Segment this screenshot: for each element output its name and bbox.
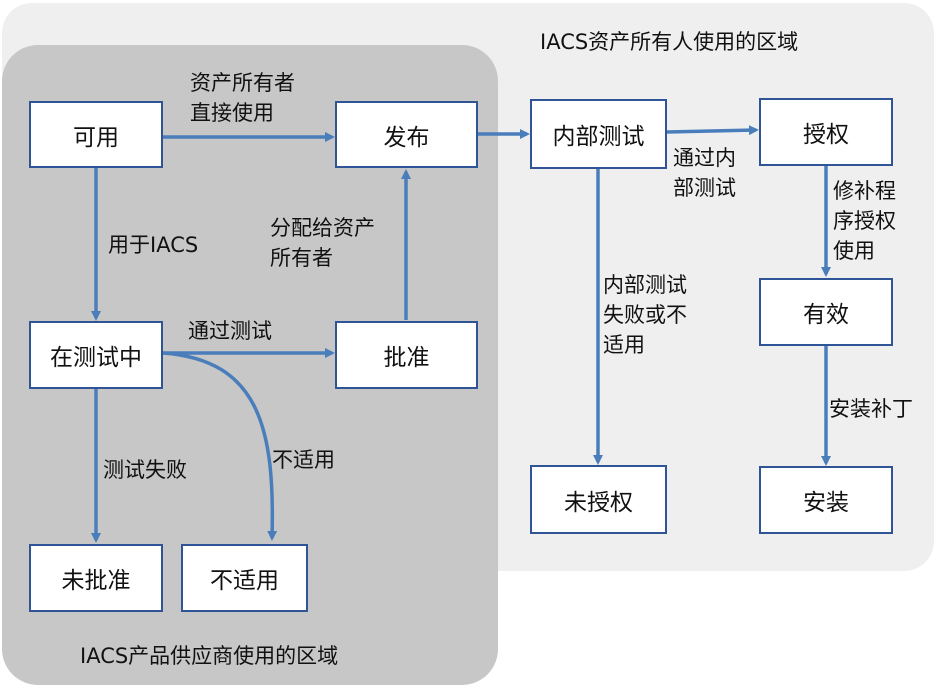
label-pass-internal-test: 通过内 部测试 bbox=[673, 146, 736, 200]
node-authorize: 授权 bbox=[759, 98, 893, 166]
node-approved: 批准 bbox=[335, 321, 478, 389]
node-not-approved: 未批准 bbox=[29, 544, 163, 612]
label-owner-direct-use: 资产所有者 直接使用 bbox=[190, 71, 295, 125]
node-publish: 发布 bbox=[335, 101, 478, 168]
node-valid: 有效 bbox=[759, 278, 893, 346]
label-test-failed: 测试失败 bbox=[103, 458, 187, 482]
edge-in-test-to-not-applicable bbox=[162, 351, 278, 541]
product-vendor-region-label: IACS产品供应商使用的区域 bbox=[80, 644, 339, 668]
node-install: 安装 bbox=[759, 466, 893, 534]
node-in-test: 在测试中 bbox=[29, 321, 163, 389]
asset-owner-region-label: IACS资产所有人使用的区域 bbox=[540, 30, 799, 54]
node-available: 可用 bbox=[29, 101, 163, 168]
label-internal-fail: 内部测试 失败或不 适用 bbox=[603, 273, 687, 357]
node-internal-test: 内部测试 bbox=[530, 99, 667, 169]
label-for-iacs: 用于IACS bbox=[108, 233, 199, 257]
edge-internal-test-to-authorize bbox=[666, 125, 759, 136]
node-unauthorized: 未授权 bbox=[530, 465, 667, 534]
node-not-applicable: 不适用 bbox=[181, 544, 308, 612]
label-assign-to-owner: 分配给资产 所有者 bbox=[270, 216, 375, 270]
label-install-patch: 安装补丁 bbox=[829, 397, 913, 421]
label-patch-authorized: 修补程 序授权 使用 bbox=[833, 179, 896, 263]
label-pass-test: 通过测试 bbox=[188, 319, 272, 343]
label-not-applicable: 不适用 bbox=[272, 448, 335, 472]
